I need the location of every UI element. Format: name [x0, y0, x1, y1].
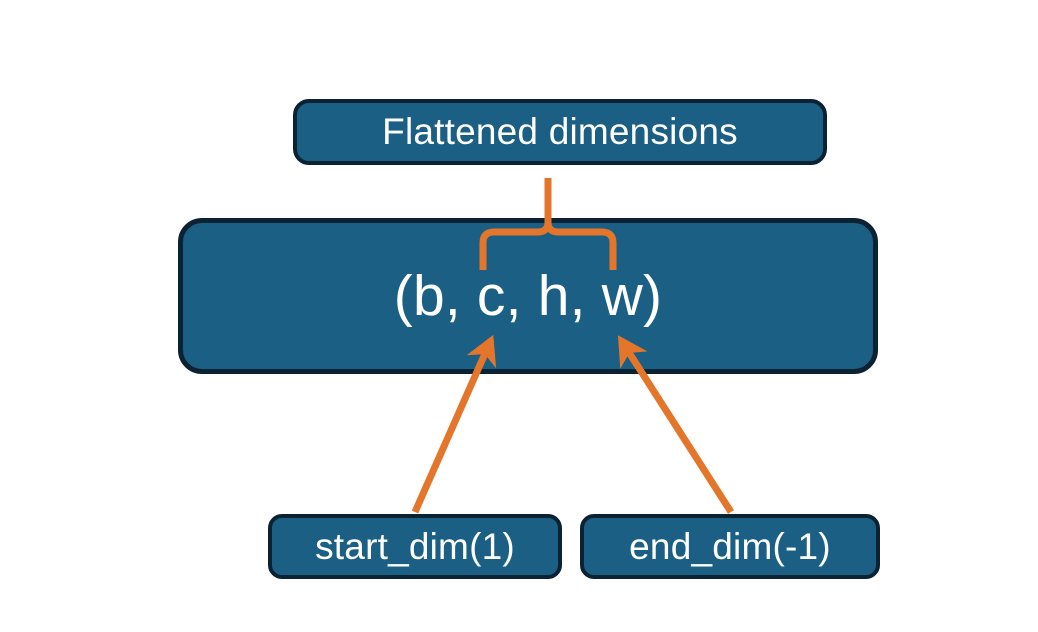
node-start-dim[interactable]: start_dim(1) [268, 514, 562, 579]
node-flattened-dimensions[interactable]: Flattened dimensions [293, 99, 827, 165]
node-end-dim-label: end_dim(-1) [629, 525, 831, 567]
node-shape-tuple-label: (b, c, h, w) [393, 264, 663, 328]
node-end-dim[interactable]: end_dim(-1) [580, 514, 880, 579]
node-shape-tuple[interactable]: (b, c, h, w) [178, 218, 878, 374]
node-flattened-dimensions-label: Flattened dimensions [382, 111, 738, 152]
node-start-dim-label: start_dim(1) [315, 525, 515, 567]
